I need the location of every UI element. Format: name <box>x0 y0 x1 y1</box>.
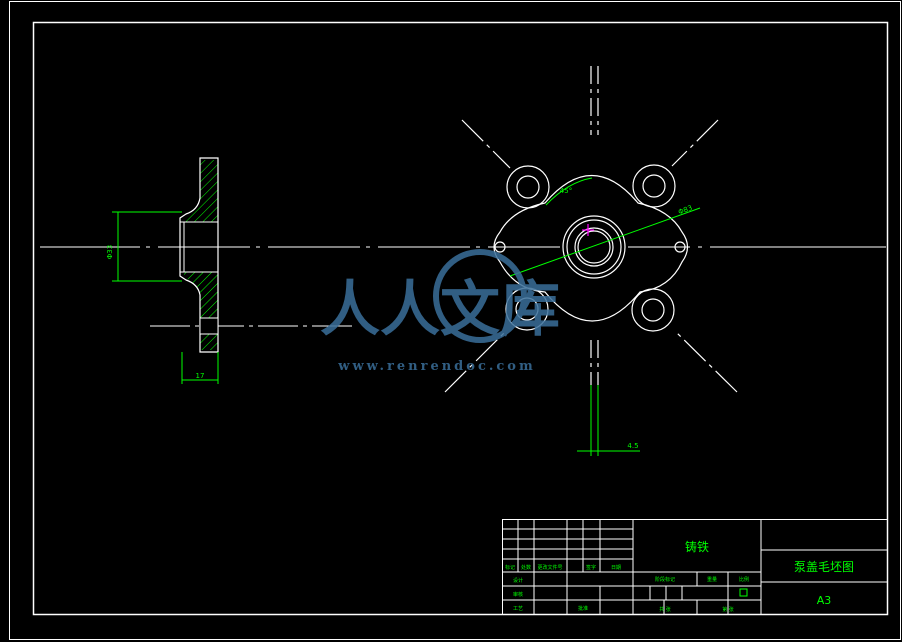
watermark: 人人文库 www.renrendoc.com <box>320 249 560 374</box>
dim-side-diameter: Φ33 <box>106 245 114 259</box>
title-sheet-size: A3 <box>817 594 832 607</box>
diag-centerline-2 <box>671 119 719 167</box>
bolt-hole-bl <box>515 297 539 321</box>
side-section-view <box>150 157 355 353</box>
label-scale: 比例 <box>739 576 749 583</box>
label-craft: 工艺 <box>513 606 523 612</box>
label-sheet-no: 第 张 <box>722 606 734 613</box>
diag-centerline-1 <box>461 119 511 169</box>
bolt-boss-br <box>631 288 675 332</box>
watermark-url: www.renrendoc.com <box>337 359 535 374</box>
rev-header-4: 日期 <box>611 565 621 571</box>
title-material: 铸铁 <box>685 539 709 554</box>
dim-side-width: 17 <box>196 372 205 380</box>
center-mark <box>582 224 594 236</box>
side-dimensions <box>112 211 219 384</box>
bolt-boss-bl <box>505 287 549 331</box>
front-dimensions <box>509 177 701 456</box>
rev-header-2: 更改文件号 <box>537 564 562 571</box>
label-weight: 重量 <box>707 576 717 583</box>
pin-hole-left <box>494 241 506 253</box>
outer-frame <box>9 1 901 640</box>
bolt-hole-tr <box>642 174 666 198</box>
dim-pcd-angle: 45° <box>560 187 572 195</box>
center-bore-2 <box>574 227 614 267</box>
center-bore-3 <box>577 230 611 264</box>
inner-frame <box>32 21 889 616</box>
bolt-hole-br <box>641 298 665 322</box>
center-bore-1 <box>566 219 622 275</box>
dim-pcd-diameter: Φ83 <box>677 204 693 216</box>
pcd-angle-arc <box>545 177 593 206</box>
label-sheet-count: 共 张 <box>659 606 671 613</box>
sheet-checkbox <box>739 588 748 597</box>
bolt-hole-tl <box>516 175 540 199</box>
rev-header-1: 处数 <box>521 564 531 571</box>
pcd-leader <box>509 207 701 277</box>
label-stage: 阶段标记 <box>655 576 675 583</box>
diag-centerline-3 <box>444 331 506 393</box>
rev-header-0: 标记 <box>505 564 515 571</box>
front-view <box>444 66 738 393</box>
title-drawing-name: 泵盖毛坯图 <box>794 560 854 574</box>
flange-outline <box>493 174 689 322</box>
label-approve: 批准 <box>578 605 588 612</box>
dim-bottom-offset: 4.5 <box>627 442 638 450</box>
bolt-boss-tl <box>506 165 550 209</box>
hatch-upper <box>184 160 218 222</box>
diag-centerline-4 <box>675 331 738 393</box>
pin-hole-right <box>674 241 686 253</box>
title-block <box>502 519 888 615</box>
hatch-lower <box>184 272 218 350</box>
side-outline <box>179 157 219 353</box>
watermark-ring <box>433 249 527 343</box>
label-review: 审核 <box>513 591 523 598</box>
rev-header-3: 签字 <box>586 564 596 571</box>
hole-section <box>199 317 219 335</box>
label-design: 设计 <box>513 577 523 584</box>
center-boss <box>562 215 626 279</box>
bolt-boss-tr <box>632 164 676 208</box>
watermark-logo-text: 人人文库 <box>320 275 560 345</box>
